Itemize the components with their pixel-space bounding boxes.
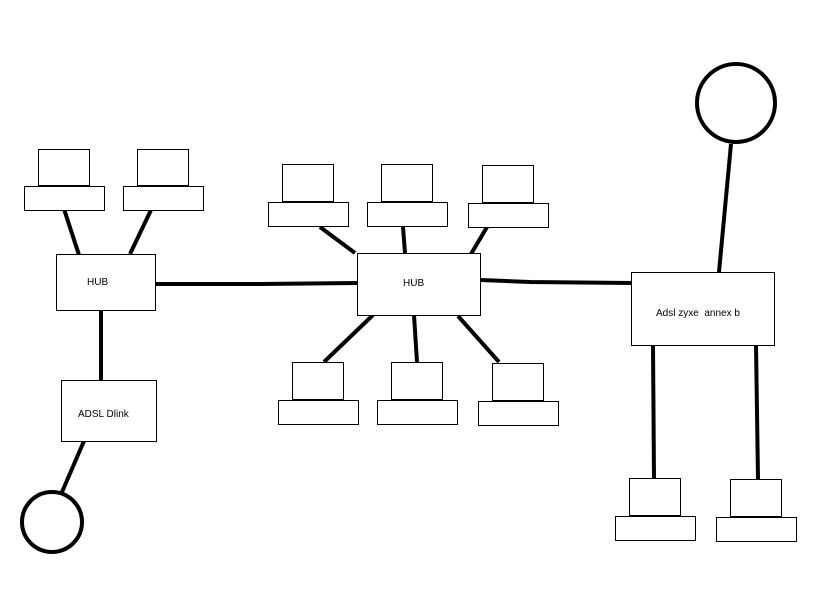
hub-left-box	[56, 254, 156, 311]
link-zyxel-pc1	[651, 344, 656, 479]
link-hub-center-pc-bottom-1	[322, 313, 375, 364]
computer-icon	[377, 362, 458, 425]
hub-center: HUB	[357, 253, 481, 316]
computer-icon	[367, 164, 448, 227]
computer-icon	[478, 363, 559, 426]
hub-center-label: HUB	[403, 278, 424, 289]
hub-left: HUB	[56, 254, 156, 311]
link-hub-center-pc-top-3	[469, 225, 489, 256]
link-zyxel-cloud	[717, 143, 733, 273]
link-hub-center-pc-bottom-3	[456, 314, 501, 364]
modem-dlink-box	[61, 380, 157, 442]
link-hub-left-hub-center	[156, 281, 358, 286]
hub-center-box	[357, 253, 481, 316]
modem-zyxel-box	[631, 272, 775, 346]
link-hub-left-pc2	[128, 209, 153, 255]
computer-icon	[615, 478, 696, 541]
computer-icon	[278, 362, 359, 425]
modem-dlink-label: ADSL Dlink	[78, 409, 130, 420]
link-hub-center-pc-top-1	[318, 225, 357, 255]
modem-zyxel: Adsl zyxe annex b	[631, 272, 775, 346]
modem-zyxel-label: Adsl zyxe annex b	[656, 308, 740, 319]
internet-cloud-left-icon	[20, 490, 84, 554]
link-hub-center-pc-top-2	[401, 226, 407, 254]
link-zyxel-pc2	[754, 344, 760, 480]
computer-icon	[24, 149, 105, 211]
connections	[60, 143, 760, 493]
computer-icon	[123, 149, 204, 211]
computer-icon	[716, 479, 797, 542]
internet-cloud-right-icon	[695, 62, 777, 144]
link-hub-center-pc-bottom-2	[412, 314, 419, 363]
hub-left-label: HUB	[87, 277, 108, 288]
link-hub-center-zyxel	[480, 278, 633, 285]
link-hub-left-pc1	[62, 208, 81, 256]
link-dlink-cloud	[60, 440, 86, 493]
computers	[24, 149, 797, 542]
modem-dlink: ADSL Dlink	[61, 380, 157, 442]
computer-icon	[468, 165, 549, 228]
computer-icon	[268, 164, 349, 227]
